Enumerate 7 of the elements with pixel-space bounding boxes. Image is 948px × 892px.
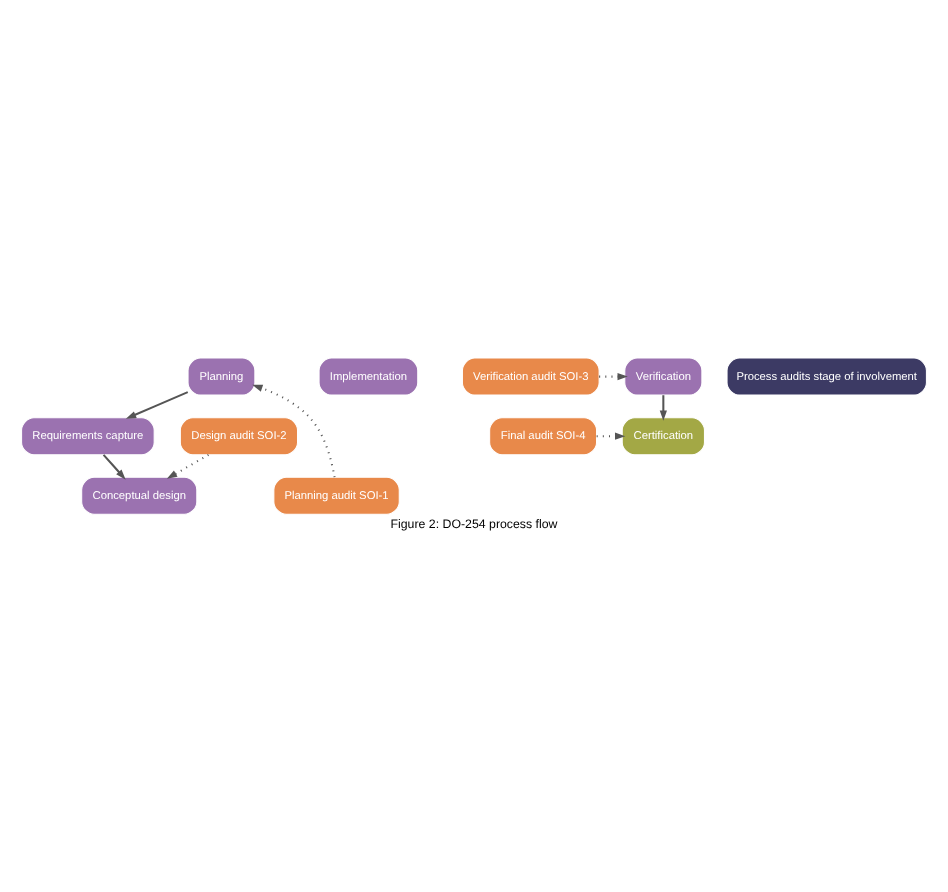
arrow [125, 390, 189, 418]
arrow [659, 394, 667, 420]
arrow [252, 383, 336, 477]
arrow [102, 453, 126, 479]
arrow [596, 431, 626, 439]
arrow [599, 372, 628, 380]
arrow [166, 452, 209, 478]
